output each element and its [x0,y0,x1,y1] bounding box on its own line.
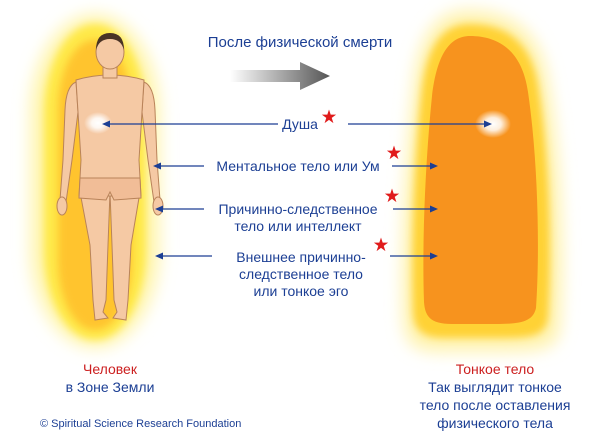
mental-body-label: Ментальное тело или Ум [216,158,380,174]
right-soul-glow [475,110,511,138]
causal-body-line-2: тело или интеллект [234,218,362,234]
right-caption-title: Тонкое тело [455,361,535,377]
right-caption-line-4: физического тела [437,415,553,431]
supracausal-line-1: Внешнее причинно- [236,249,366,265]
soul-label: Душа [282,116,318,132]
connector-arrows [102,120,492,260]
star-icon [384,188,400,203]
direction-arrow [230,62,330,90]
causal-body-label: Причинно-следственное тело или интеллект [205,201,391,235]
copyright-notice: © Spiritual Science Research Foundation [40,418,242,430]
star-markers [321,109,402,252]
star-icon [373,237,389,252]
supracausal-line-2: следственное тело [239,266,363,282]
hair [96,33,124,50]
right-caption-line-2: Так выглядит тонкое [428,379,562,395]
supracausal-line-3: или тонкое эго [253,283,349,299]
subtle-body [402,10,563,352]
star-icon [321,109,337,124]
star-icon [386,145,402,160]
left-caption-subtitle: в Зоне Земли [65,379,155,395]
supracausal-body-label: Внешнее причинно- следственное тело или … [214,249,388,300]
left-caption-title: Человек [83,361,137,377]
human-figure [56,34,164,321]
diagram-title: После физической смерти [207,34,393,51]
left-caption: Человек в Зоне Земли [40,360,180,396]
right-caption-line-3: тело после оставления [419,397,571,413]
causal-body-line-1: Причинно-следственное [218,201,378,217]
right-caption: Тонкое тело Так выглядит тонкое тело пос… [405,360,585,432]
left-soul-glow [84,112,112,134]
